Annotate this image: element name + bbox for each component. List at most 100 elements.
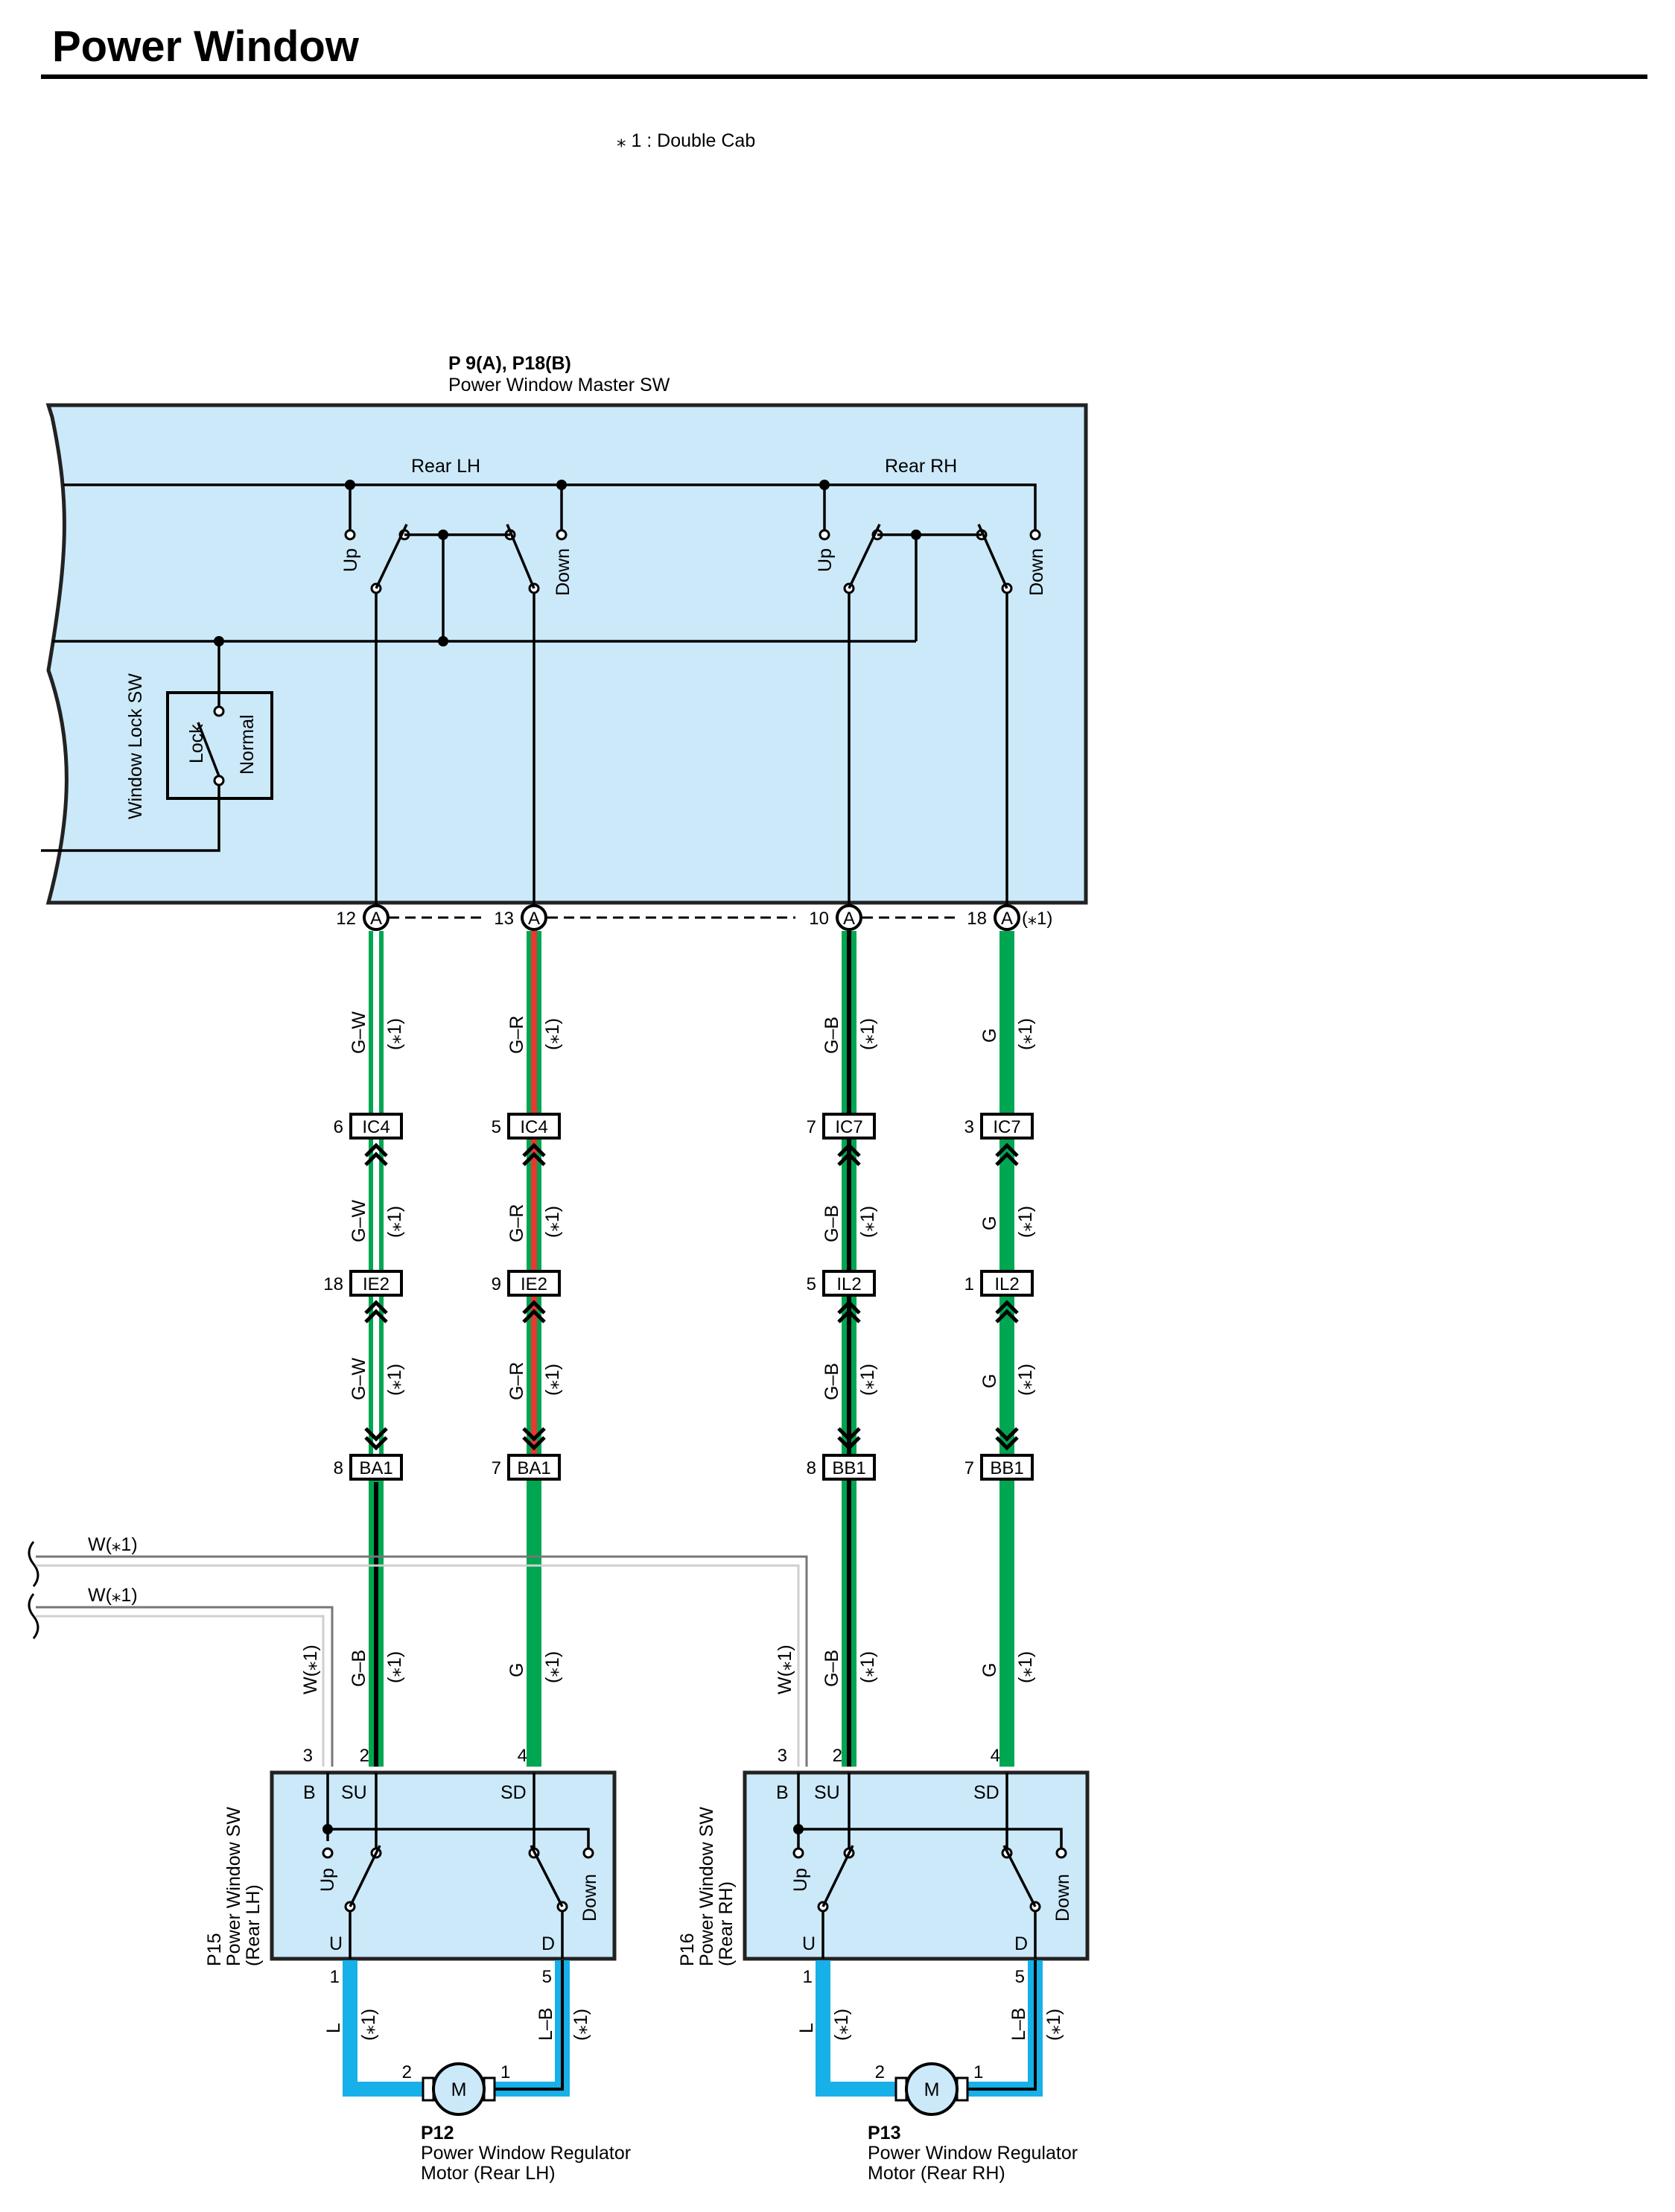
svg-text:3: 3 — [303, 1746, 313, 1766]
rear-lh-switch-name: Power Window SW — [223, 1807, 244, 1966]
svg-text:U: U — [802, 1933, 816, 1954]
svg-text:B: B — [303, 1782, 316, 1803]
svg-text:(⁎1): (⁎1) — [1015, 1018, 1036, 1050]
svg-text:(⁎1): (⁎1) — [857, 1018, 878, 1050]
motor-rear-lh: M 2 1 P12 Power Window Regulator Motor (… — [402, 2062, 631, 2184]
svg-text:G–W: G–W — [349, 1200, 369, 1242]
svg-text:(⁎1): (⁎1) — [358, 2009, 379, 2041]
motor-symbol: M — [924, 2079, 940, 2100]
w-wires: W(⁎1) W(⁎1) W(⁎1) W(⁎1) — [28, 1534, 808, 1767]
junction-pin: 7 — [492, 1458, 501, 1478]
svg-text:G–B: G–B — [821, 1017, 842, 1054]
svg-text:G–R: G–R — [506, 1362, 527, 1400]
master-switch-name: Power Window Master SW — [448, 375, 670, 395]
motor-lh-name: Power Window Regulator — [421, 2143, 631, 2164]
svg-text:(⁎1): (⁎1) — [1015, 1206, 1036, 1238]
svg-text:(⁎1): (⁎1) — [542, 1364, 563, 1396]
lock-label: Lock — [186, 724, 207, 763]
svg-text:3: 3 — [778, 1746, 787, 1766]
svg-text:2: 2 — [402, 2062, 412, 2082]
svg-text:Down: Down — [579, 1874, 600, 1922]
svg-text:(⁎1): (⁎1) — [384, 1206, 405, 1238]
svg-text:G–W: G–W — [349, 1358, 369, 1400]
svg-text:(⁎1): (⁎1) — [1015, 1651, 1036, 1683]
svg-text:G–B: G–B — [821, 1205, 842, 1242]
svg-text:A: A — [528, 909, 540, 929]
svg-text:(⁎1): (⁎1) — [1015, 1364, 1036, 1396]
svg-text:U: U — [329, 1933, 343, 1954]
junction-pin: 9 — [492, 1274, 501, 1294]
svg-text:SU: SU — [814, 1782, 840, 1803]
svg-text:Down: Down — [1052, 1874, 1073, 1922]
svg-text:(⁎1): (⁎1) — [542, 1206, 563, 1238]
normal-label: Normal — [237, 714, 258, 775]
svg-text:A: A — [1001, 909, 1013, 929]
svg-text:1: 1 — [803, 1967, 813, 1987]
motor-rh-code: P13 — [868, 2123, 900, 2143]
junction-pin: 18 — [323, 1274, 343, 1294]
svg-text:Up: Up — [790, 1868, 811, 1892]
svg-text:Up: Up — [317, 1868, 338, 1892]
svg-text:G: G — [979, 1216, 1000, 1230]
motor-rh-name: Power Window Regulator — [868, 2143, 1078, 2164]
svg-text:G–B: G–B — [821, 1650, 842, 1687]
svg-text:G: G — [979, 1374, 1000, 1388]
svg-text:G–B: G–B — [349, 1650, 369, 1687]
junction-pin: 1 — [964, 1274, 974, 1294]
up-label-rh: Up — [815, 548, 836, 572]
junction-name: BB1 — [990, 1458, 1023, 1478]
junction-pin: 6 — [334, 1117, 343, 1137]
svg-text:(⁎1): (⁎1) — [384, 1018, 405, 1050]
svg-text:L–B: L–B — [535, 2008, 556, 2041]
motor-wires: L (⁎1) L–B (⁎1) L (⁎1) L–B (⁎1) — [323, 1960, 1064, 2097]
terminal-13: 13 — [494, 909, 514, 929]
junction-pin: 5 — [492, 1117, 501, 1137]
w-wire-bottom-label: W(⁎1) — [88, 1585, 138, 1606]
junction-name: IC4 — [520, 1117, 547, 1137]
svg-text:(⁎1): (⁎1) — [857, 1364, 878, 1396]
master-terminals: A A A A 12 13 10 18 (⁎1) — [336, 904, 1052, 931]
motor-symbol: M — [451, 2079, 467, 2100]
svg-text:(⁎1): (⁎1) — [384, 1364, 405, 1396]
svg-text:W(⁎1): W(⁎1) — [300, 1644, 321, 1694]
terminal-18: 18 — [967, 909, 987, 929]
rear-rh-switch-code: P16 — [677, 1933, 698, 1966]
svg-text:(⁎1): (⁎1) — [857, 1206, 878, 1238]
master-top-bus — [63, 483, 1037, 530]
svg-text:SD: SD — [500, 1782, 527, 1803]
terminal-18-note: (⁎1) — [1022, 909, 1052, 929]
svg-text:2: 2 — [360, 1746, 369, 1766]
rear-rh-switch: 3 2 4 B SU SD Up Down U D P16 Power Wind… — [677, 1746, 1090, 1987]
svg-text:G: G — [979, 1663, 1000, 1677]
junction-name: IC7 — [835, 1117, 862, 1137]
svg-text:SD: SD — [973, 1782, 999, 1803]
svg-text:5: 5 — [1015, 1967, 1025, 1987]
svg-text:2: 2 — [875, 2062, 885, 2082]
svg-text:A: A — [843, 909, 855, 929]
svg-text:(⁎1): (⁎1) — [1043, 2009, 1064, 2041]
svg-text:1: 1 — [973, 2062, 983, 2082]
junction-pin: 3 — [964, 1117, 974, 1137]
svg-text:(⁎1): (⁎1) — [831, 2009, 852, 2041]
svg-text:A: A — [370, 909, 382, 929]
svg-text:G–R: G–R — [506, 1204, 527, 1242]
junction-pin: 8 — [807, 1458, 816, 1478]
double-cab-note: ⁎ 1 : Double Cab — [617, 130, 755, 151]
page-title: Power Window — [52, 22, 360, 71]
svg-text:L: L — [796, 2023, 817, 2033]
rear-rh-switch-location: (Rear RH) — [716, 1881, 737, 1966]
svg-text:G–W: G–W — [349, 1011, 369, 1054]
down-label-lh: Down — [553, 548, 573, 596]
svg-text:W(⁎1): W(⁎1) — [775, 1644, 795, 1694]
wire-labels: G–W (⁎1) G–R (⁎1) G–B (⁎1) G (⁎1) G–W (⁎… — [349, 1011, 1036, 1687]
